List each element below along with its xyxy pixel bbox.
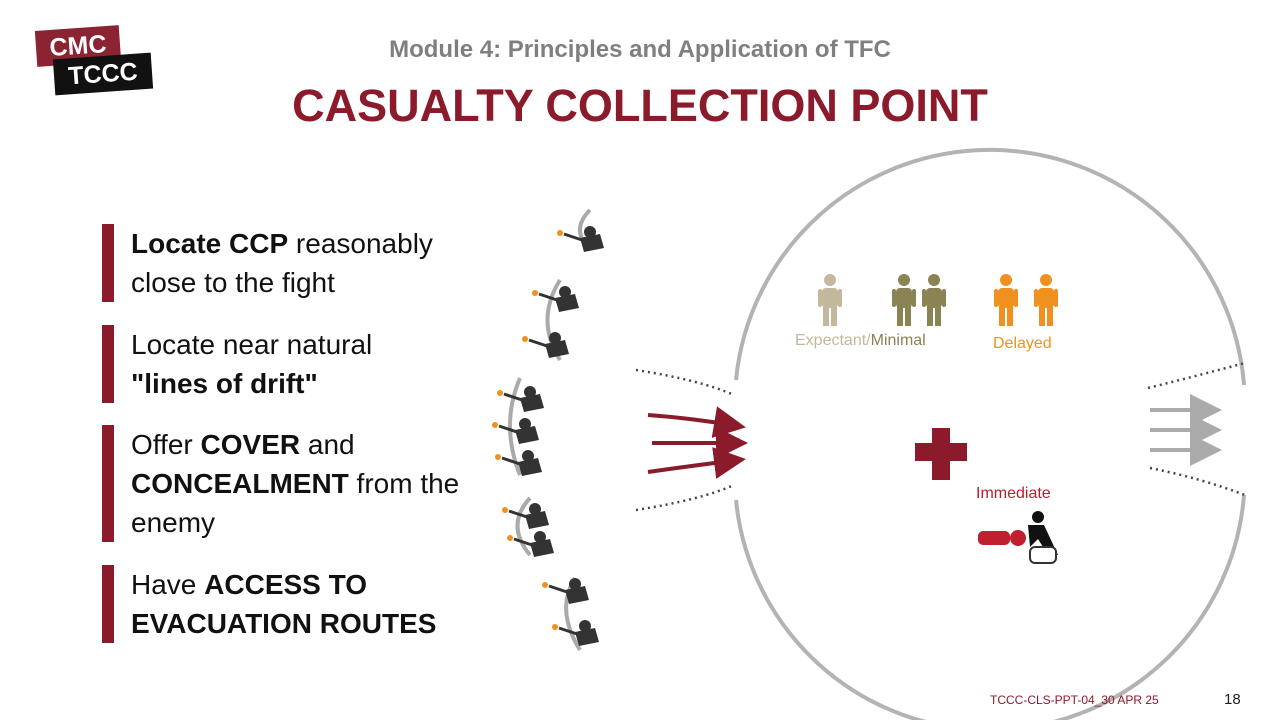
medical-cross-icon: [915, 428, 967, 480]
bullet-text: Offer: [131, 429, 201, 460]
bullet-text: and: [300, 429, 355, 460]
page-title: CASUALTY COLLECTION POINT: [292, 80, 988, 131]
bullet-text: Have: [131, 569, 205, 600]
bullet-bold: Locate CCP: [131, 228, 289, 259]
delayed-persons-icon: [994, 274, 1058, 326]
page-number: 18: [1224, 691, 1241, 708]
bullet-2: Locate near natural "lines of drift": [102, 325, 431, 403]
bullet-4: Have ACCESS TO EVACUATION ROUTES: [102, 565, 491, 643]
ccp-circle: [734, 147, 1246, 720]
triage-labels: Expectant/Minimal: [795, 332, 926, 350]
bullet-bold: "lines of drift": [131, 368, 318, 399]
incoming-arrows: [647, 406, 748, 479]
bullet-bold: CONCEALMENT: [131, 468, 349, 499]
module-subtitle: Module 4: Principles and Application of …: [389, 36, 891, 63]
bullet-bold: ACCESS TO EVACUATION ROUTES: [131, 569, 437, 639]
bullet-3: Offer COVER and CONCEALMENT from the ene…: [102, 425, 471, 542]
lines-of-drift: [635, 361, 1246, 512]
outgoing-arrows: [1150, 394, 1222, 466]
bullet-text: Locate near natural: [131, 329, 373, 360]
minimal-persons-icon: [892, 274, 946, 326]
expectant-label: Expectant/: [795, 332, 871, 349]
immediate-label: Immediate: [976, 485, 1051, 502]
bullet-bold: COVER: [200, 429, 301, 460]
minimal-label: Minimal: [870, 332, 926, 349]
bullet-1: Locate CCP reasonably close to the fight: [102, 224, 491, 302]
immediate-casualty-icon: [978, 511, 1058, 564]
bullet-text: from the enemy: [131, 468, 460, 538]
bullet-text: reasonably close to the fight: [131, 228, 433, 298]
expectant-person-icon: [818, 274, 842, 326]
delayed-label: Delayed: [993, 335, 1052, 352]
soldiers-cover-icon: [490, 208, 606, 652]
footer-code: TCCC-CLS-PPT-04_30 APR 25: [990, 693, 1159, 707]
